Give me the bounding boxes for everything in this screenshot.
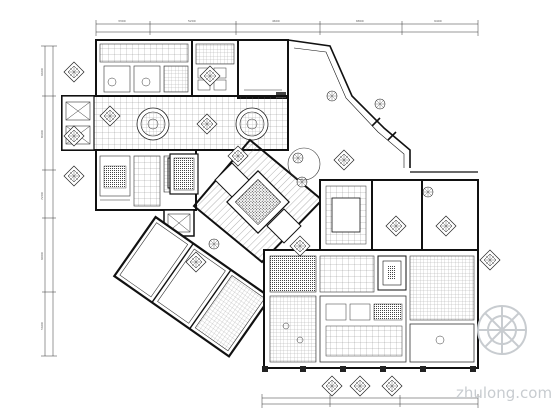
planter-icon-e-1 (479, 249, 501, 271)
top-dim-label-5: 9400 (434, 19, 442, 23)
north-empty-room (237, 39, 289, 99)
left-dim-label-5: 5600 (40, 322, 44, 330)
central-lobby (192, 138, 324, 264)
lobby-circular-feature (287, 147, 321, 181)
top-dim-label-3: 4600 (272, 19, 280, 23)
entrance-plant-icon-1 (326, 90, 338, 102)
corridor-medallion-east (235, 107, 269, 141)
watermark-logo (477, 305, 527, 355)
planter-icon-s-4 (381, 375, 403, 397)
lobby-plant-icon-2 (296, 176, 308, 188)
planter-icon-ne-1 (333, 149, 355, 171)
planter-icon-s-2 (321, 375, 343, 397)
plant-icon-sw-2 (208, 238, 220, 250)
lobby-plant-icon-1 (292, 152, 304, 164)
left-dim-label-1: 6600 (40, 68, 44, 76)
entrance-plant-icon-2 (374, 98, 386, 110)
south-service-area (263, 249, 479, 369)
top-dim-label-1: 3300 (118, 19, 126, 23)
east-entrance-facade (287, 39, 411, 168)
top-dim-label-2: 5200 (188, 19, 196, 23)
top-dimension-line (95, 20, 479, 36)
south-columns (262, 366, 476, 372)
left-dim-label-2: 8400 (40, 130, 44, 138)
plant-icon-e-2 (422, 186, 434, 198)
top-dim-label-4: 6800 (356, 19, 364, 23)
left-dim-label-3: 7200 (40, 192, 44, 200)
east-room-row (319, 171, 479, 251)
watermark-text: zhulong.com (456, 384, 552, 402)
angled-west-wing (112, 215, 272, 358)
north-washroom-block (191, 39, 239, 97)
lobby-dark-stair (169, 153, 199, 195)
corridor-medallion-west (136, 107, 170, 141)
bottom-dimension-line (261, 394, 479, 408)
left-dim-label-4: 9000 (40, 252, 44, 260)
planter-icon-nw-1 (63, 61, 85, 83)
north-service-block (95, 39, 193, 97)
left-dimension-line (41, 45, 57, 357)
planter-icon-nw-3 (63, 165, 85, 187)
planter-icon-s-3 (349, 375, 371, 397)
